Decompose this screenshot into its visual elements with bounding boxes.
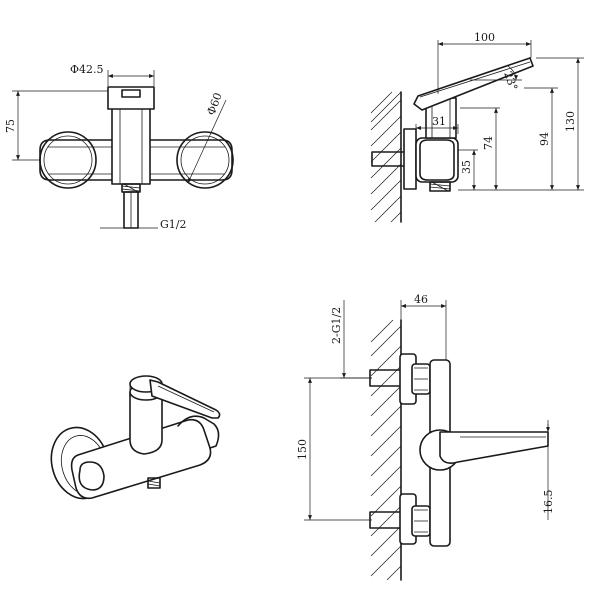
dim-top-depth: 46 (400, 293, 447, 360)
lower-inlet (369, 493, 431, 545)
dim-thread: G1/2 (100, 218, 187, 231)
label-dia-flange: Φ60 (205, 91, 225, 117)
iso-cartridge (129, 391, 163, 455)
side-thread (429, 181, 451, 192)
label-dia-body: Φ42.5 (70, 63, 104, 76)
dim-thread-pair: 2-G1/2 (330, 300, 372, 379)
upper-inlet (369, 353, 431, 405)
label-thread-pair: 2-G1/2 (330, 307, 343, 344)
label-front-thread: G1/2 (160, 218, 187, 231)
dim-side-width: 100 (437, 31, 532, 94)
top-view: 2-G1/2 46 150 16.5 (296, 293, 555, 581)
label-inlet-centers: 150 (296, 439, 309, 460)
dim-lever-angle: 23° (470, 65, 522, 93)
side-view: 100 23° 31 35 74 (370, 31, 584, 223)
isometric-view (50, 375, 221, 500)
label-side-offset: 31 (432, 115, 446, 128)
dim-body-diameter: Φ42.5 (70, 63, 155, 86)
label-top-depth: 46 (414, 293, 428, 306)
lever-indicator (121, 89, 141, 98)
label-spout-height: 74 (482, 136, 495, 150)
lever-cap (107, 86, 155, 110)
threaded-outlet (121, 183, 141, 229)
dim-spout-height: 74 (460, 107, 500, 191)
label-lever-angle: 23° (501, 70, 520, 93)
right-wall-flange (176, 131, 234, 189)
iso-lever (149, 379, 221, 419)
side-flange (403, 128, 417, 190)
mixer-body (39, 139, 233, 181)
dim-inlet-centers: 150 (296, 377, 372, 521)
wall-section-upper (370, 91, 402, 223)
dim-front-height: 75 (4, 90, 108, 161)
label-front-height: 75 (4, 119, 17, 133)
dim-total-height: 130 (536, 57, 584, 191)
iso-body (70, 418, 212, 500)
dim-lever-height: 94 (500, 87, 558, 191)
label-side-width: 100 (474, 31, 495, 44)
wall-section-lower (370, 319, 402, 581)
top-lever (439, 431, 549, 464)
side-lever (413, 57, 534, 111)
dim-side-offset: 31 (415, 115, 459, 134)
side-body (415, 137, 459, 183)
cartridge-column (111, 107, 151, 185)
label-inlet-height: 35 (460, 160, 473, 174)
dim-inlet-height: 35 (458, 149, 478, 191)
front-view: Φ42.5 75 Φ60 G1/2 (4, 63, 234, 231)
label-total-height: 130 (564, 111, 577, 132)
dim-spout-diameter: 16.5 (542, 420, 555, 520)
label-spout-diameter: 16.5 (542, 490, 555, 515)
label-lever-height: 94 (538, 132, 551, 146)
